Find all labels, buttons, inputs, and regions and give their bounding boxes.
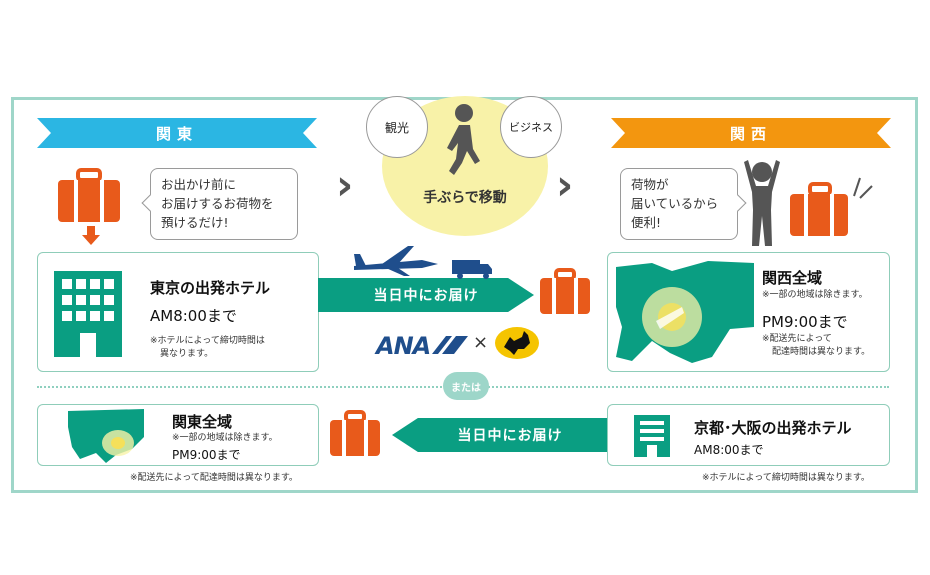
kansai-area-box: 関西全域 ※一部の地域は除きます。 PM9:00まで ※配送先によって 配達時間…	[607, 252, 890, 372]
suitcase-icon	[540, 268, 590, 314]
tokyo-hotel-title: 東京の出発ホテル	[150, 279, 271, 297]
ana-logo: ANA	[376, 332, 431, 360]
suitcase-icon	[790, 182, 848, 236]
kyoto-osaka-hotel-title: 京都･大阪の出発ホテル	[694, 419, 852, 437]
kyoto-osaka-hotel-time: AM8:00まで	[694, 443, 764, 457]
kansai-area-title: 関西全域	[762, 269, 823, 287]
hotel-building-icon	[634, 415, 670, 457]
hands-free-label: 手ぶらで移動	[423, 190, 507, 206]
tokyo-hotel-note: ※ホテルによって締切時間は 異なります。	[150, 335, 265, 361]
kansai-area-note: ※一部の地域は除きます。	[762, 290, 868, 300]
business-circle: ビジネス	[500, 96, 562, 158]
sightseeing-circle: 観光	[366, 96, 428, 158]
chevron-right-icon: ›	[336, 160, 354, 209]
truck-icon	[452, 260, 492, 279]
kansai-banner: 関西	[611, 118, 891, 148]
ana-stripe-logo-icon	[432, 336, 468, 354]
cheering-person-icon	[744, 160, 780, 246]
bubble-line: 預けるだけ!	[161, 215, 229, 230]
kanto-speech-bubble: お出かけ前に お届けするお荷物を 預けるだけ!	[141, 168, 298, 240]
bubble-line: 届いているから	[631, 196, 719, 211]
kansai-speech-bubble: 荷物が 届いているから 便利!	[620, 168, 747, 240]
arrow-down-icon	[82, 226, 100, 245]
kyoto-osaka-hotel-box: 京都･大阪の出発ホテル AM8:00まで	[607, 404, 890, 466]
kanto-area-footnote: ※配送先によって配達時間は異なります。	[130, 473, 298, 483]
sparkle-lines-icon	[853, 177, 873, 199]
kanto-area-note: ※一部の地域は除きます。	[172, 433, 278, 443]
same-day-delivery-arrow-left: 当日中にお届け	[392, 418, 608, 452]
suitcase-icon	[58, 168, 120, 222]
bubble-line: お出かけ前に	[161, 177, 237, 192]
bubble-line: 便利!	[631, 215, 662, 230]
kansai-area-time-note: ※配送先によって 配達時間は異なります。	[762, 333, 870, 359]
business-label: ビジネス	[509, 121, 553, 134]
kanto-banner: 関東	[37, 118, 317, 148]
airplane-icon	[354, 246, 438, 276]
kanto-area-time: PM9:00まで	[172, 448, 241, 462]
kansai-area-time: PM9:00まで	[762, 313, 848, 331]
note-line: 異なります。	[160, 349, 214, 359]
chevron-right-icon: ›	[556, 160, 574, 209]
hotel-building-icon	[54, 271, 122, 357]
kanto-area-title: 関東全域	[172, 413, 233, 431]
tokyo-hotel-time: AM8:00まで	[150, 307, 237, 325]
suitcase-icon	[330, 410, 380, 456]
black-cat-logo-icon	[495, 327, 539, 359]
or-badge: または	[443, 372, 489, 400]
note-line: ※ホテルによって締切時間は	[150, 336, 265, 346]
times-symbol: ×	[473, 332, 489, 353]
kansai-map-icon	[616, 261, 754, 363]
band-left-label: 当日中にお届け	[457, 428, 563, 444]
bubble-line: お届けするお荷物を	[161, 196, 274, 211]
note-line: 配達時間は異なります。	[772, 347, 871, 357]
tokyo-hotel-box: 東京の出発ホテル AM8:00まで ※ホテルによって締切時間は 異なります。	[37, 252, 319, 372]
sightseeing-label: 観光	[384, 120, 409, 135]
same-day-delivery-arrow-right: 当日中にお届け	[318, 278, 534, 312]
kyoto-osaka-hotel-footnote: ※ホテルによって締切時間は異なります。	[702, 473, 870, 483]
walking-person-icon	[447, 104, 480, 175]
kanto-area-box: 関東全域 ※一部の地域は除きます。 PM9:00まで	[37, 404, 319, 466]
bubble-line: 荷物が	[631, 177, 669, 192]
note-line: ※配送先によって	[762, 334, 832, 344]
kanto-map-icon	[68, 409, 144, 463]
